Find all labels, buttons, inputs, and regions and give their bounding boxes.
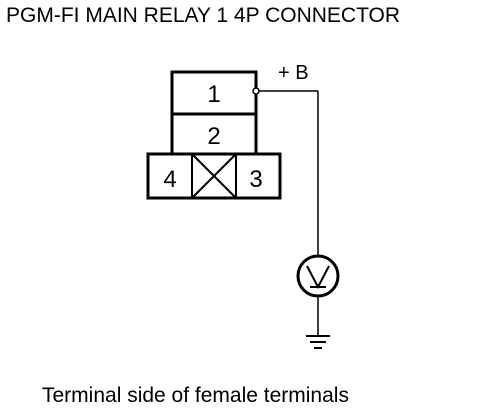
diagram-caption: Terminal side of female terminals bbox=[42, 384, 349, 407]
voltmeter-icon bbox=[296, 254, 340, 298]
terminal-2-label: 2 bbox=[207, 123, 220, 150]
probe-wire bbox=[252, 87, 319, 256]
blank-cavity-icon bbox=[191, 153, 237, 199]
diagram-title: PGM-FI MAIN RELAY 1 4P CONNECTOR bbox=[6, 4, 401, 27]
ground-icon bbox=[306, 335, 330, 349]
terminal-3-label: 3 bbox=[249, 166, 262, 193]
supply-label: + B bbox=[278, 62, 309, 84]
terminal-4-label: 4 bbox=[163, 166, 176, 193]
terminal-1-label: 1 bbox=[207, 81, 220, 108]
probe-point-icon bbox=[252, 87, 260, 95]
